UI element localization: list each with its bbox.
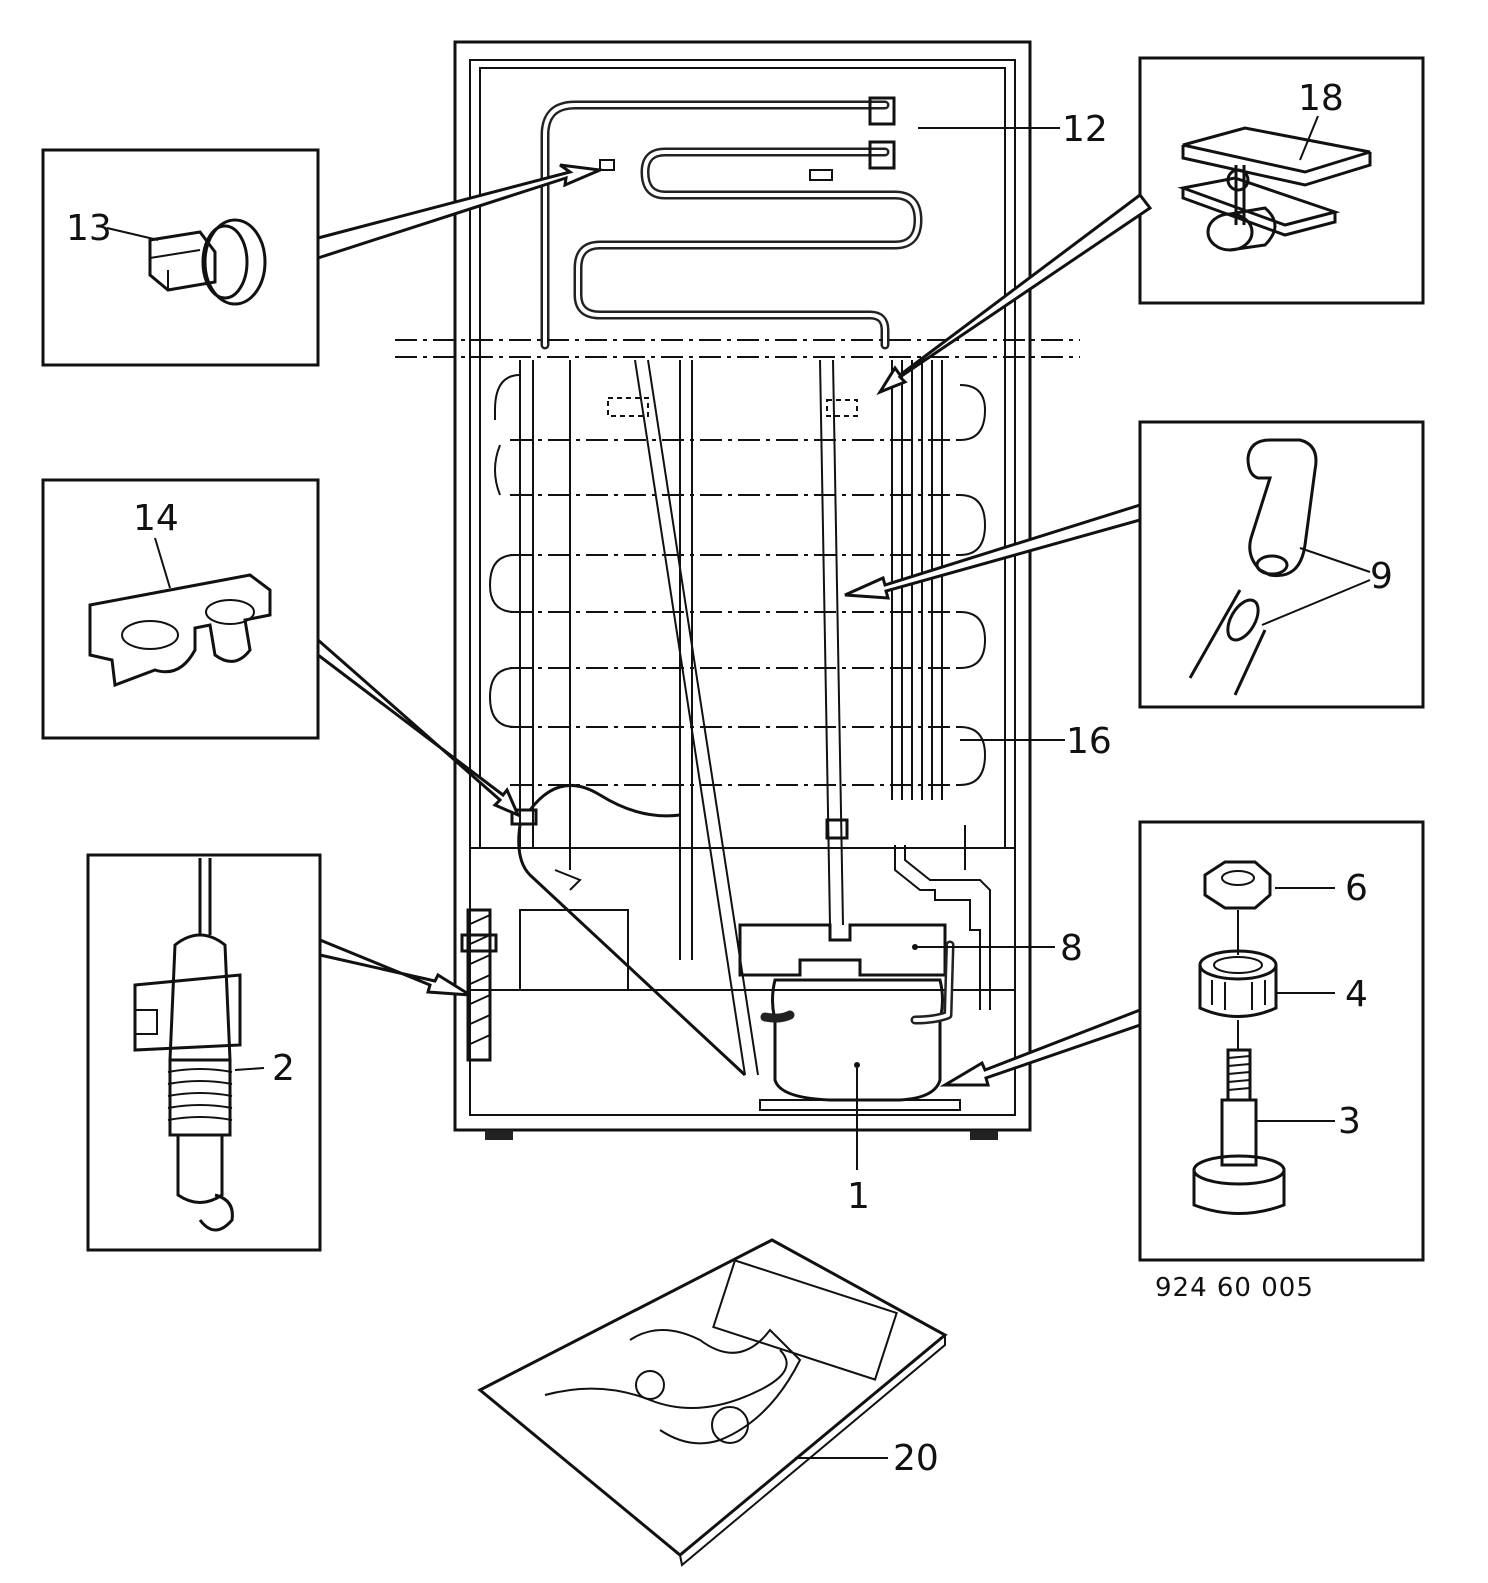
break-line (395, 339, 1080, 358)
condenser-coil (460, 359, 991, 1077)
inset-part-6-4-3 (1138, 820, 1425, 1262)
callout-13: 13 (66, 208, 112, 249)
inset-part-13 (41, 148, 320, 367)
callout-6: 6 (1345, 868, 1368, 909)
instruction-booklet (477, 1238, 948, 1567)
callout-9: 9 (1370, 556, 1393, 597)
callout-18: 18 (1298, 78, 1344, 119)
document-number: 924 60 005 (1155, 1273, 1314, 1303)
pointer-arrows (316, 163, 1153, 1087)
compressor (738, 923, 961, 1111)
callout-3: 3 (1338, 1101, 1361, 1142)
refrigerator-cabinet (453, 40, 1032, 1140)
callout-2: 2 (272, 1048, 295, 1089)
callout-1: 1 (847, 1176, 870, 1217)
callout-16: 16 (1066, 721, 1112, 762)
leader-lines (856, 127, 1065, 1170)
callout-4: 4 (1345, 974, 1368, 1015)
callout-14: 14 (133, 498, 179, 539)
callout-20: 20 (893, 1438, 939, 1479)
inset-part-14 (41, 478, 320, 740)
evaporator-coil (540, 96, 923, 350)
callout-12: 12 (1062, 109, 1108, 150)
inset-part-9 (1138, 420, 1425, 709)
inset-part-2 (86, 853, 322, 1252)
inset-part-18 (1138, 56, 1425, 305)
callout-8: 8 (1060, 928, 1083, 969)
